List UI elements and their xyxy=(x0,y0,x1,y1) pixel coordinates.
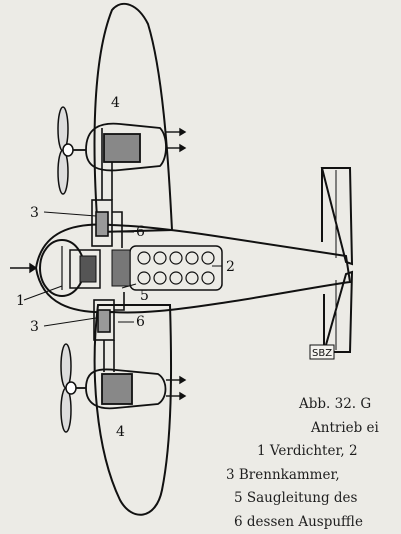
label-2: 2 xyxy=(226,259,235,275)
upper-propeller-icon xyxy=(58,107,73,194)
caption-line-5: 5 Saugleitung des xyxy=(216,487,401,511)
tail-fin xyxy=(322,168,352,264)
label-4-upper: 4 xyxy=(111,95,120,111)
label-1: 1 xyxy=(16,293,25,309)
label-3-upper: 3 xyxy=(30,205,39,221)
upper-nacelle xyxy=(70,124,166,171)
label-6-lower: 6 xyxy=(136,314,145,330)
label-4-lower: 4 xyxy=(116,424,125,440)
lower-propeller-icon xyxy=(61,344,76,432)
engine-cylinders xyxy=(138,252,214,284)
figure-caption: Abb. 32. G Antrieb ei 1 Verdichter, 2 3 … xyxy=(216,393,401,534)
lower-nacelle xyxy=(72,369,166,408)
caption-line-6: 6 dessen Auspuffle xyxy=(216,511,401,534)
sbz-stamp-text: SBZ xyxy=(312,348,332,359)
caption-line-2: Antrieb ei xyxy=(216,417,401,441)
label-5: 5 xyxy=(140,288,149,304)
label-6-upper: 6 xyxy=(136,224,145,240)
caption-line-3: 1 Verdichter, 2 xyxy=(216,440,401,464)
caption-line-1: Abb. 32. G xyxy=(216,393,401,417)
label-3-lower: 3 xyxy=(30,319,39,335)
lower-wing xyxy=(95,305,171,515)
caption-line-4: 3 Brennkammer, xyxy=(216,464,401,488)
upper-wing xyxy=(95,4,172,232)
